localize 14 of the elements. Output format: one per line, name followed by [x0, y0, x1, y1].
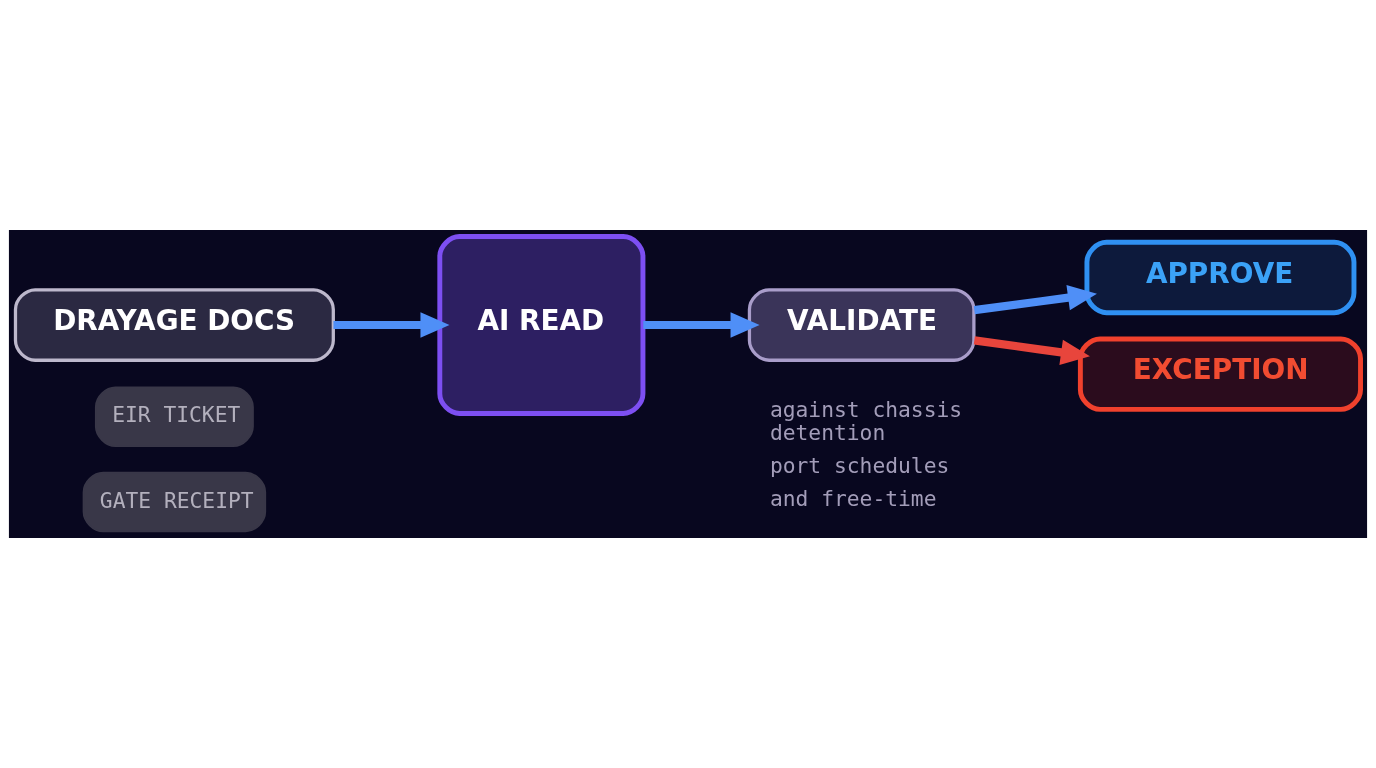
node-box: VALIDATE — [747, 288, 976, 362]
node-box: DRAYAGE DOCS — [13, 288, 335, 362]
arrow — [333, 312, 450, 338]
node-label: against chassis detention — [769, 397, 963, 446]
node-box: EXCEPTION — [1077, 336, 1363, 412]
node-label: and free-time — [769, 485, 937, 511]
node-box: EIR TICKET — [94, 386, 254, 448]
arrow — [973, 285, 1097, 315]
arrow — [643, 312, 760, 338]
arrow — [973, 336, 1090, 365]
node-box: GATE RECEIPT — [82, 471, 267, 533]
node-label: port schedules — [769, 453, 950, 479]
node-box: AI READ — [437, 234, 646, 416]
node-box: APPROVE — [1084, 239, 1357, 316]
